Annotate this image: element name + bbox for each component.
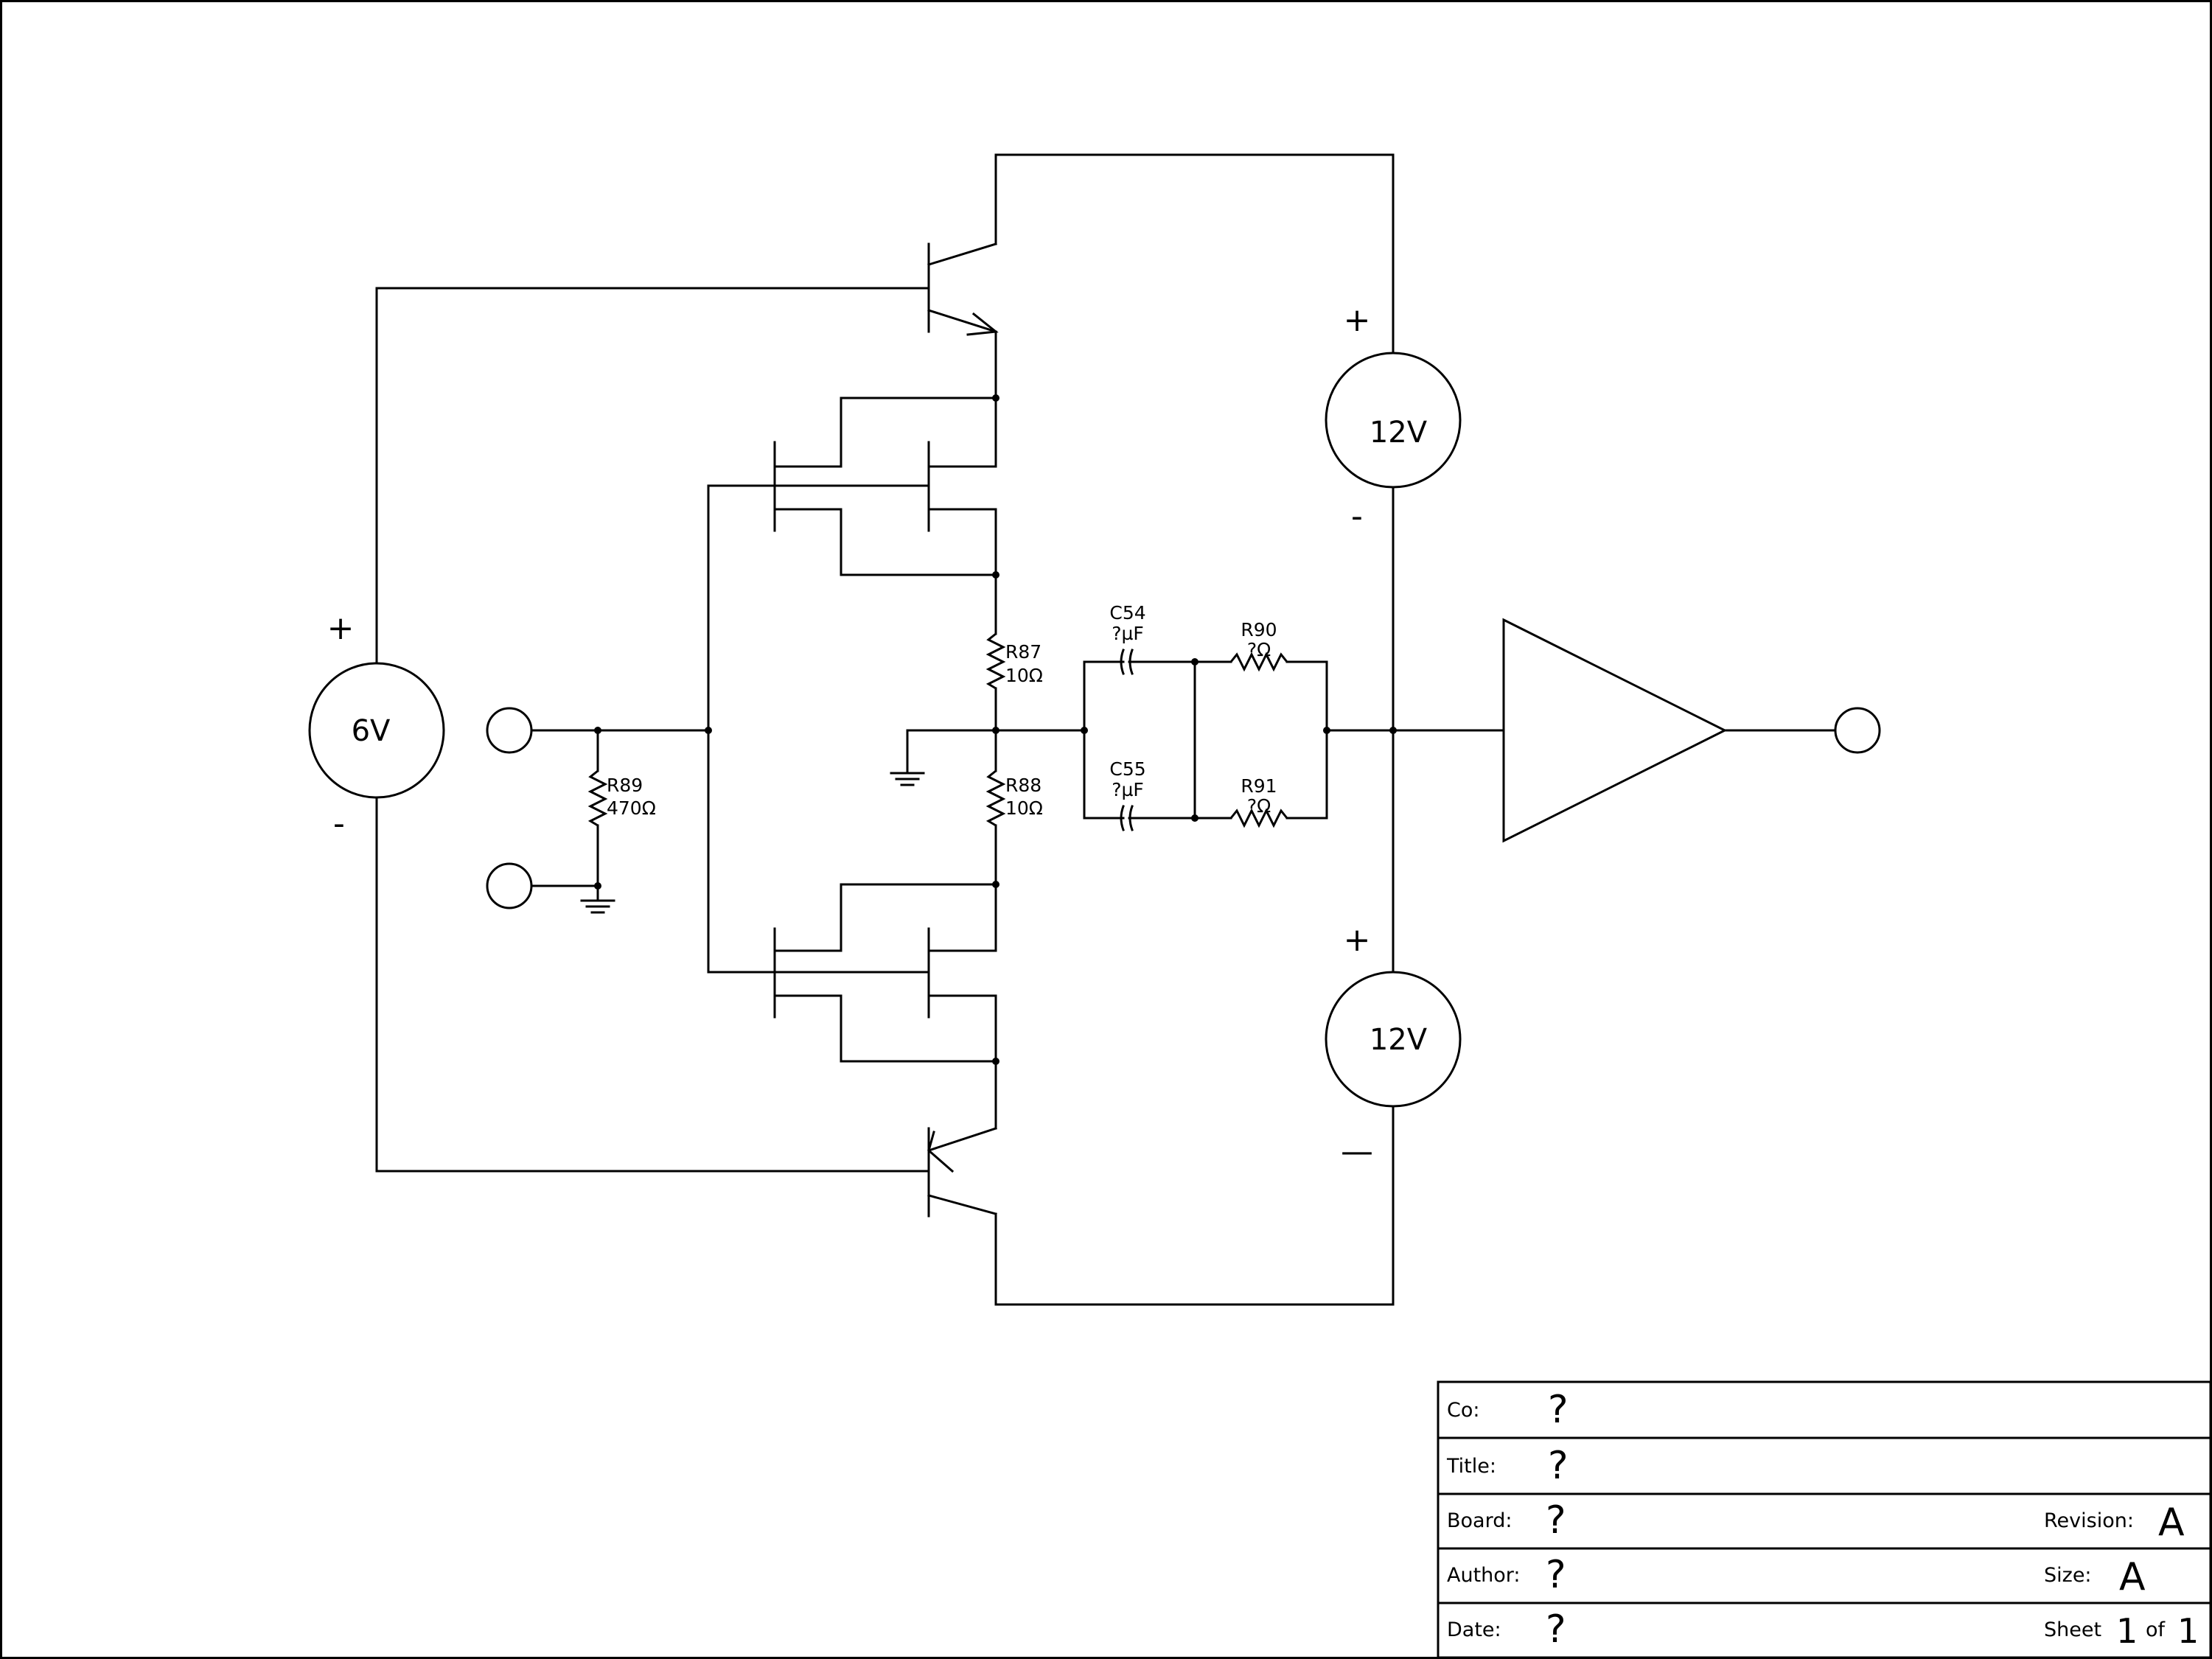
resistor-R91 bbox=[1229, 808, 1288, 828]
source-6v: 6V + - bbox=[308, 610, 445, 842]
input-section bbox=[486, 707, 712, 914]
resistor-R88 bbox=[985, 769, 1006, 827]
title-block-frame bbox=[1437, 1380, 2212, 1659]
label-C55-value: ?µF bbox=[1112, 779, 1144, 800]
source-12v-top-circle bbox=[1325, 352, 1462, 489]
capacitor-C55 bbox=[1119, 805, 1196, 831]
label-R88-ref: R88 bbox=[1005, 775, 1042, 796]
label-R91-value: ?Ω bbox=[1247, 795, 1271, 817]
label-R87-value: 10Ω bbox=[1005, 665, 1043, 686]
label-R88-value: 10Ω bbox=[1005, 797, 1043, 819]
tb-author-value: ? bbox=[1546, 1553, 1566, 1597]
source-6v-circle bbox=[308, 662, 445, 799]
label-C55-ref: C55 bbox=[1109, 758, 1145, 780]
label-C54-ref: C54 bbox=[1109, 602, 1145, 624]
mosfet-pair-upper bbox=[773, 394, 999, 579]
title-block: Co: ? Title: ? Board: ? Revision: A Auth… bbox=[1437, 1380, 2212, 1659]
capacitor-C54 bbox=[1119, 649, 1196, 675]
source-12v-top-value: 12V bbox=[1370, 416, 1428, 450]
tb-board-value: ? bbox=[1546, 1498, 1566, 1543]
tb-revision-value: A bbox=[2158, 1501, 2185, 1545]
ground-symbol-mid bbox=[890, 729, 997, 786]
source-12v-top-minus: - bbox=[1351, 497, 1363, 535]
transistor-npn-top bbox=[927, 242, 999, 399]
tb-revision-label: Revision: bbox=[2044, 1509, 2134, 1532]
tb-co-value: ? bbox=[1548, 1388, 1569, 1432]
label-R89-ref: R89 bbox=[607, 775, 643, 796]
tb-co-label: Co: bbox=[1447, 1399, 1479, 1422]
label-R91-ref: R91 bbox=[1241, 775, 1277, 797]
tb-date-label: Date: bbox=[1447, 1618, 1501, 1641]
tb-title-value: ? bbox=[1548, 1444, 1569, 1488]
source-6v-value: 6V bbox=[352, 714, 391, 748]
source-12v-bottom-minus: — bbox=[1341, 1133, 1373, 1170]
input-terminal-ground[interactable] bbox=[486, 862, 533, 909]
resistor-R87 bbox=[985, 632, 1006, 690]
tb-size-label: Size: bbox=[2044, 1564, 2092, 1587]
resistor-R89 bbox=[587, 769, 608, 827]
resistor-R90 bbox=[1229, 652, 1288, 672]
source-12v-bottom-circle bbox=[1325, 971, 1462, 1108]
tb-sheet-label: Sheet bbox=[2044, 1618, 2101, 1641]
tb-author-label: Author: bbox=[1447, 1564, 1521, 1587]
source-12v-bottom: 12V + — bbox=[1325, 921, 1462, 1170]
outer-wiring bbox=[375, 153, 1395, 1306]
tb-sheet-total: 1 bbox=[2177, 1611, 2199, 1651]
source-12v-top: 12V + - bbox=[1325, 301, 1462, 535]
source-6v-plus: + bbox=[327, 610, 355, 647]
tb-size-value: A bbox=[2119, 1555, 2146, 1599]
transistor-pnp-bottom bbox=[927, 1060, 997, 1218]
input-terminal-signal[interactable] bbox=[486, 707, 533, 754]
tb-board-label: Board: bbox=[1447, 1509, 1512, 1532]
source-12v-bottom-value: 12V bbox=[1370, 1023, 1428, 1057]
tb-date-value: ? bbox=[1546, 1607, 1566, 1652]
label-R89-value: 470Ω bbox=[607, 797, 656, 819]
label-C54-value: ?µF bbox=[1112, 623, 1144, 644]
tb-sheet-of: of bbox=[2146, 1618, 2166, 1641]
amplifier-triangle bbox=[1502, 618, 1728, 843]
transistor-stack bbox=[707, 242, 1006, 1218]
source-12v-top-plus: + bbox=[1344, 301, 1371, 339]
tb-sheet-number: 1 bbox=[2116, 1611, 2138, 1651]
tb-title-label: Title: bbox=[1446, 1455, 1496, 1478]
filter-network bbox=[994, 649, 1505, 831]
label-R87-ref: R87 bbox=[1005, 641, 1042, 663]
label-R90-ref: R90 bbox=[1241, 619, 1277, 640]
output-terminal[interactable] bbox=[1834, 707, 1881, 754]
source-6v-minus: - bbox=[333, 805, 345, 842]
source-12v-bottom-plus: + bbox=[1344, 921, 1371, 959]
component-labels: R87 10Ω R88 10Ω R89 470Ω R90 ?Ω R91 ?Ω C… bbox=[607, 602, 1277, 819]
ground-symbol-input bbox=[580, 899, 615, 914]
label-R90-value: ?Ω bbox=[1247, 639, 1271, 660]
amplifier bbox=[1502, 618, 1881, 843]
